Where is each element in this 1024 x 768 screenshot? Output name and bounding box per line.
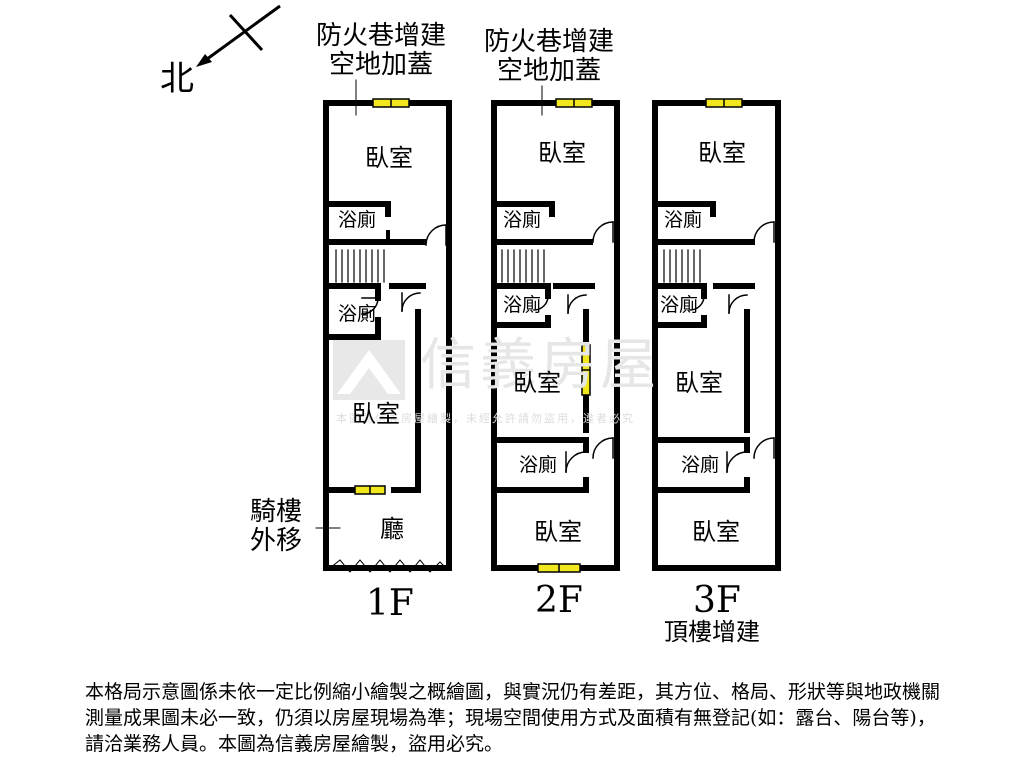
- room-label-2f-top-bedroom: 臥室: [538, 139, 586, 167]
- room-label-1f-bedroom-mid: 臥室: [352, 400, 400, 428]
- arcade-note: 騎樓 外移: [250, 498, 302, 556]
- watermark-notice: 本圖為信義房屋繪製，未經允許請勿盜用，違者必究: [336, 412, 635, 425]
- room-label-3f-bath-upper: 浴廁: [664, 209, 703, 231]
- room-label-3f-bath-lower: 浴廁: [681, 454, 720, 476]
- room-label-2f-bath-lower: 浴廁: [519, 454, 558, 476]
- room-label-2f-bedroom-mid: 臥室: [513, 369, 561, 397]
- floor-label-3f: 3F: [693, 580, 741, 621]
- room-label-1f-top-bedroom: 臥室: [365, 144, 413, 172]
- north-arrow-icon: [196, 4, 281, 67]
- room-label-2f-bath-upper: 浴廁: [503, 209, 542, 231]
- disclaimer-text: 本格局示意圖係未依一定比例縮小繪製之概繪圖，與實況仍有差距，其方位、格局、形狀等…: [85, 681, 941, 755]
- rooftop-addition-label: 頂樓增建: [664, 618, 760, 646]
- room-label-1f-living: 廳: [380, 515, 404, 543]
- arcade-note-line2: 外移: [250, 526, 303, 556]
- room-label-1f-bath-lower: 浴廁: [338, 303, 377, 325]
- floor-label-1f: 1F: [366, 583, 414, 624]
- arcade-note-line1: 騎樓: [250, 497, 303, 527]
- room-label-3f-top-bedroom: 臥室: [698, 139, 746, 167]
- room-label-2f-bath-mid: 浴廁: [503, 294, 542, 316]
- floor-label-2f: 2F: [535, 580, 583, 621]
- fire-lane-note-1f-line1: 防火巷增建: [316, 21, 447, 51]
- watermark-logo-icon: [333, 340, 405, 400]
- floor-3f-plan: [652, 100, 781, 571]
- room-label-3f-bath-mid: 浴廁: [660, 294, 699, 316]
- room-label-1f-bath-upper: 浴廁: [338, 209, 377, 231]
- room-label-3f-bedroom-mid: 臥室: [675, 369, 723, 397]
- fire-lane-note-1f: 防火巷增建 空地加蓋: [316, 22, 446, 80]
- fire-lane-note-2f-line1: 防火巷增建: [484, 27, 615, 57]
- fire-lane-note-2f-line2: 空地加蓋: [497, 56, 602, 86]
- fire-lane-note-2f: 防火巷增建 空地加蓋: [484, 28, 614, 86]
- room-label-2f-bottom-bedroom: 臥室: [534, 518, 582, 546]
- north-label: 北: [160, 59, 194, 99]
- fire-lane-note-1f-line2: 空地加蓋: [329, 50, 434, 80]
- room-label-3f-bottom-bedroom: 臥室: [692, 518, 740, 546]
- window-icons: [354, 98, 743, 573]
- watermark-name: 信義房屋: [420, 333, 660, 398]
